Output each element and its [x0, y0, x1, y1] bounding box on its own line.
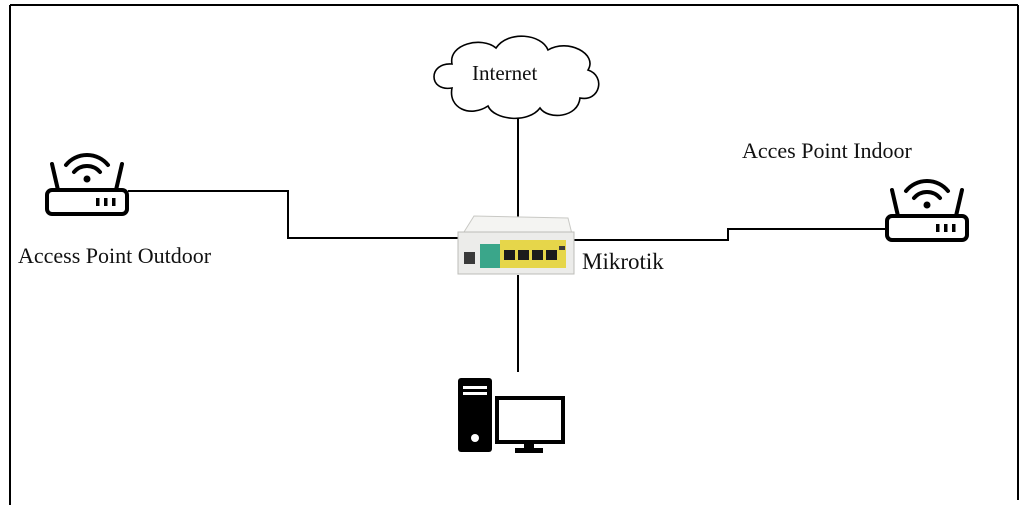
desktop-computer-icon — [458, 378, 565, 453]
internet-label: Internet — [472, 61, 538, 85]
mikrotik-label: Mikrotik — [582, 249, 664, 274]
switch-icon — [457, 215, 575, 275]
cloud-icon — [433, 35, 600, 120]
wifi-router-icon — [45, 152, 129, 216]
access-point-indoor-label: Acces Point Indoor — [742, 138, 912, 163]
link-outdoor-router — [128, 190, 458, 239]
wifi-router-icon — [885, 178, 969, 242]
access-point-outdoor-label: Access Point Outdoor — [18, 243, 212, 268]
link-indoor-router — [572, 228, 888, 241]
